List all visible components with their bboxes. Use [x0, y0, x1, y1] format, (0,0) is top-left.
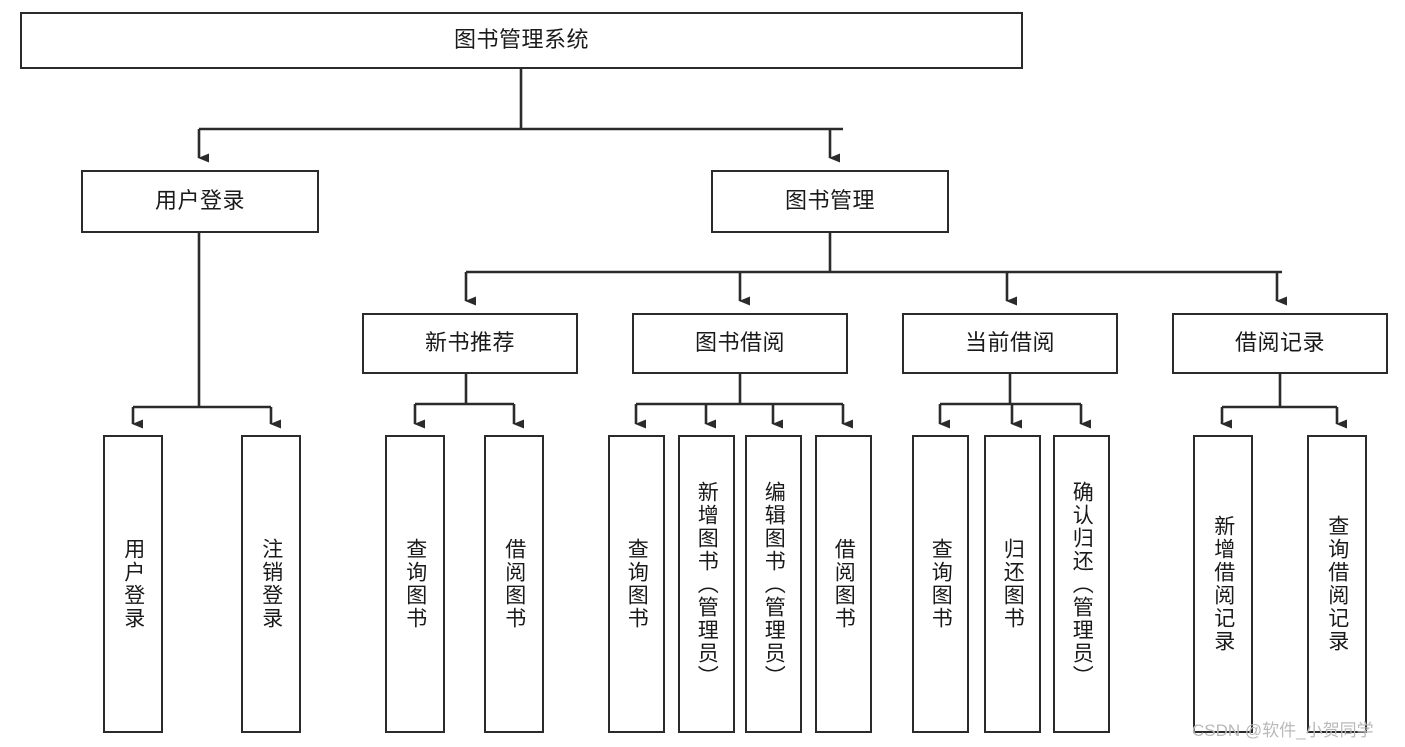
node-leaf-confirm-return-label: 确认归还（管理员）: [1070, 480, 1094, 688]
node-current-borrow[interactable]: 当前借阅: [902, 313, 1118, 374]
node-book-manage-label: 图书管理: [784, 188, 875, 214]
edges-current-borrow-to-leaves: [938, 374, 1091, 429]
node-leaf-query-book-recommend-label: 查询图书: [403, 538, 427, 630]
node-new-book-recommend-label: 新书推荐: [424, 330, 515, 356]
node-leaf-borrow-book-recommend[interactable]: 借阅图书: [484, 435, 544, 733]
node-leaf-query-book-recommend[interactable]: 查询图书: [385, 435, 445, 733]
node-leaf-borrow-book-label: 借阅图书: [832, 538, 856, 630]
edges-book-borrow-to-leaves: [634, 374, 853, 429]
node-leaf-borrow-book[interactable]: 借阅图书: [815, 435, 872, 733]
node-new-book-recommend[interactable]: 新书推荐: [362, 313, 578, 374]
node-leaf-confirm-return[interactable]: 确认归还（管理员）: [1053, 435, 1110, 733]
node-borrow-record[interactable]: 借阅记录: [1172, 313, 1388, 374]
node-current-borrow-label: 当前借阅: [964, 330, 1055, 356]
node-leaf-query-book-current-label: 查询图书: [929, 538, 953, 630]
node-leaf-return-book[interactable]: 归还图书: [984, 435, 1041, 733]
node-leaf-user-logout-label: 注销登录: [259, 538, 283, 630]
edges-book-manage-to-level3: [464, 233, 1287, 306]
edges-user-login-to-leaves: [131, 233, 281, 429]
node-book-borrow[interactable]: 图书借阅: [632, 313, 848, 374]
node-leaf-edit-book[interactable]: 编辑图书（管理员）: [745, 435, 802, 733]
node-leaf-user-logout[interactable]: 注销登录: [241, 435, 301, 733]
node-leaf-query-book-borrow[interactable]: 查询图书: [608, 435, 665, 733]
node-root[interactable]: 图书管理系统: [20, 12, 1023, 69]
node-leaf-borrow-book-recommend-label: 借阅图书: [502, 538, 526, 630]
node-leaf-return-book-label: 归还图书: [1001, 538, 1025, 630]
node-leaf-user-login[interactable]: 用户登录: [103, 435, 163, 733]
node-leaf-user-login-label: 用户登录: [121, 538, 145, 630]
node-borrow-record-label: 借阅记录: [1234, 330, 1325, 356]
node-book-borrow-label: 图书借阅: [694, 330, 785, 356]
node-leaf-query-book-borrow-label: 查询图书: [625, 538, 649, 630]
node-leaf-add-book-label: 新增图书（管理员）: [695, 480, 719, 688]
node-leaf-query-book-current[interactable]: 查询图书: [912, 435, 969, 733]
node-book-manage[interactable]: 图书管理: [711, 170, 949, 233]
node-leaf-edit-book-label: 编辑图书（管理员）: [762, 480, 786, 688]
edges-root-to-level2: [197, 69, 843, 163]
node-leaf-query-borrow-record[interactable]: 查询借阅记录: [1307, 435, 1367, 733]
node-user-login-label: 用户登录: [154, 188, 245, 214]
node-root-label: 图书管理系统: [453, 27, 589, 53]
node-leaf-add-borrow-record[interactable]: 新增借阅记录: [1193, 435, 1253, 733]
node-leaf-add-book[interactable]: 新增图书（管理员）: [678, 435, 735, 733]
node-leaf-add-borrow-record-label: 新增借阅记录: [1211, 515, 1235, 653]
node-leaf-query-borrow-record-label: 查询借阅记录: [1325, 515, 1349, 653]
node-user-login[interactable]: 用户登录: [81, 170, 319, 233]
edges-new-book-recommend-to-leaves: [413, 374, 524, 429]
edges-borrow-record-to-leaves: [1220, 374, 1347, 429]
